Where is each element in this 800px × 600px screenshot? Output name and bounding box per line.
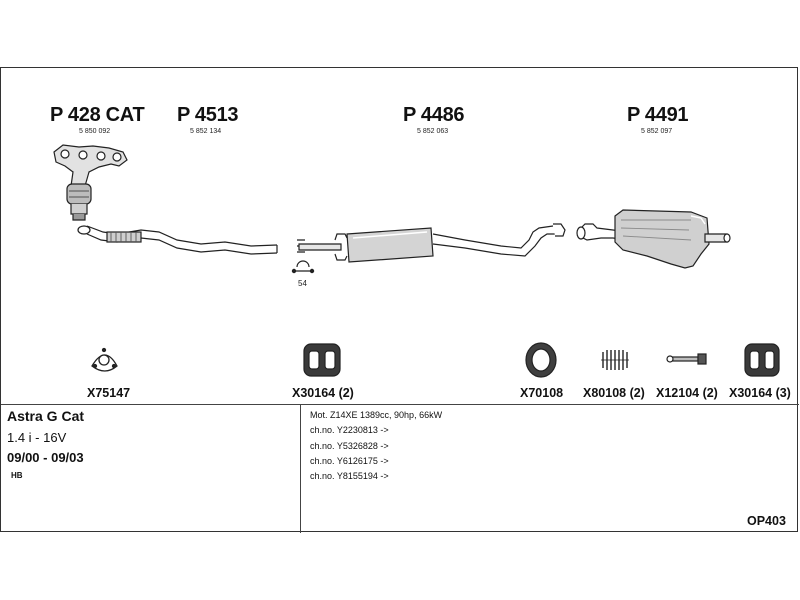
spring-icon	[601, 350, 629, 370]
exhaust-diagram-sheet: P 428 CAT 5 850 092 P 4513 5 852 134 P 4…	[0, 67, 799, 534]
front-pipe-icon	[77, 225, 278, 255]
clamp-label: 54	[298, 279, 307, 288]
gasket-triangle-icon	[91, 347, 118, 372]
exhaust-system-drawing	[53, 144, 780, 378]
bolt-icon	[666, 353, 707, 365]
middle-silencer-icon	[297, 223, 566, 263]
vehicle-years: 09/00 - 09/03	[7, 450, 84, 465]
chassis-number: ch.no. Y6126175 ->	[310, 456, 389, 466]
vehicle-body: HB	[11, 471, 23, 480]
motor-spec: Mot. Z14XE 1389cc, 90hp, 66kW	[310, 410, 443, 420]
accessory-label-x12104: X12104 (2)	[656, 386, 718, 400]
info-divider	[300, 405, 301, 533]
vehicle-model: Astra G Cat	[7, 408, 85, 424]
catalog-code: OP403	[747, 514, 786, 528]
vehicle-engine: 1.4 i - 16V	[7, 430, 67, 445]
pipe-clamp-icon	[291, 260, 315, 274]
part-number-p4486: 5 852 063	[417, 128, 449, 135]
rubber-mount-icon	[744, 343, 780, 377]
part-number-p4513: 5 852 134	[190, 128, 222, 135]
part-code-p428: P 428 CAT	[50, 104, 145, 126]
sealing-ring-icon	[525, 342, 557, 378]
part-number-p4491: 5 852 097	[641, 128, 673, 135]
chassis-number: ch.no. Y5326828 ->	[310, 441, 389, 451]
chassis-number: ch.no. Y2230813 ->	[310, 425, 389, 435]
accessory-label-x70108: X70108	[520, 386, 564, 400]
part-code-p4491: P 4491	[627, 104, 689, 126]
accessory-label-x80108: X80108 (2)	[583, 386, 645, 400]
vehicle-info-box: Astra G Cat 1.4 i - 16V 09/00 - 09/03 HB…	[1, 404, 799, 534]
rubber-mount-icon	[303, 343, 341, 377]
part-code-p4513: P 4513	[177, 104, 239, 126]
rear-silencer-icon	[576, 209, 731, 269]
manifold-catalyst-icon	[53, 144, 128, 221]
part-number-p428: 5 850 092	[79, 128, 111, 135]
accessory-label-x75147: X75147	[87, 386, 131, 400]
accessory-label-x30164-3: X30164 (3)	[729, 386, 791, 400]
chassis-number: ch.no. Y8155194 ->	[310, 471, 389, 481]
accessory-label-x30164-2: X30164 (2)	[292, 386, 354, 400]
part-code-p4486: P 4486	[403, 104, 465, 126]
